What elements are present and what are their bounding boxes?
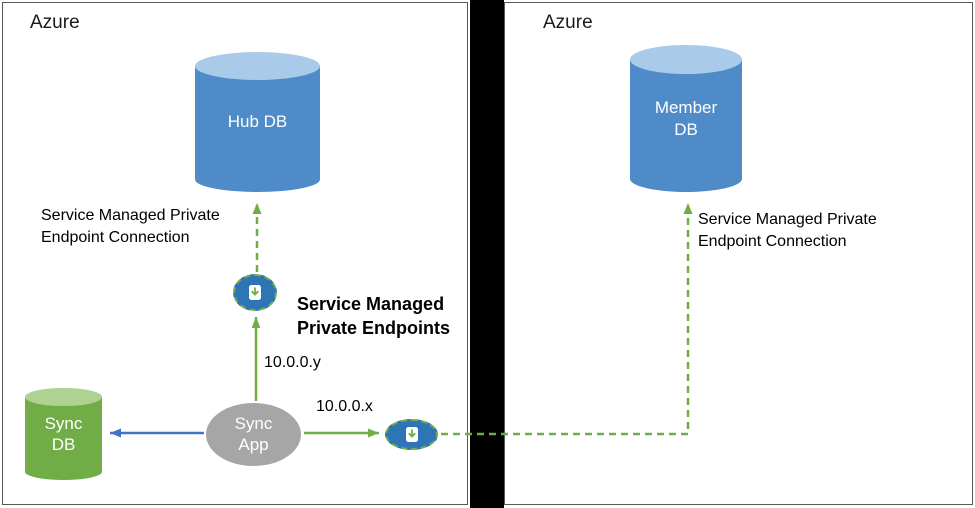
- ip-to-hub-label: 10.0.0.y: [264, 354, 321, 371]
- sync-db-cylinder: Sync DB: [25, 388, 102, 480]
- sync-app-label: Sync App: [234, 414, 273, 454]
- cylinder-body: [195, 66, 320, 192]
- private-endpoint-icon-member: [385, 419, 438, 450]
- endpoints-heading: Service Managed Private Endpoints: [297, 294, 451, 339]
- endpoint-glyph: [405, 427, 418, 442]
- private-endpoint-icon-hub: [233, 274, 277, 311]
- ip-to-member-label: 10.0.0.x: [316, 398, 373, 415]
- endpoint-glyph: [249, 285, 261, 300]
- azure-region-right-title: Azure: [543, 12, 593, 33]
- sync-app-ellipse: Sync App: [206, 403, 301, 466]
- cylinder-body: [25, 397, 102, 480]
- region-divider: [470, 0, 504, 508]
- hub-db-label: Hub DB: [195, 52, 320, 192]
- member-db-cylinder: Member DB: [630, 45, 742, 192]
- azure-region-left-title: Azure: [30, 12, 80, 33]
- cylinder-top: [25, 388, 102, 407]
- hub-db-label-text: Hub DB: [227, 112, 288, 132]
- cylinder-top: [630, 45, 742, 75]
- sync-db-label: Sync DB: [25, 388, 102, 480]
- sync-db-label-text: Sync DB: [44, 413, 83, 454]
- member-connection-note: Service Managed Private Endpoint Connect…: [698, 211, 877, 251]
- member-db-label: Member DB: [630, 45, 742, 192]
- cylinder-body: [630, 59, 742, 192]
- member-db-label-text: Member DB: [654, 98, 718, 139]
- hub-connection-note: Service Managed Private Endpoint Connect…: [41, 207, 220, 247]
- hub-db-cylinder: Hub DB: [195, 52, 320, 192]
- cylinder-top: [195, 52, 320, 80]
